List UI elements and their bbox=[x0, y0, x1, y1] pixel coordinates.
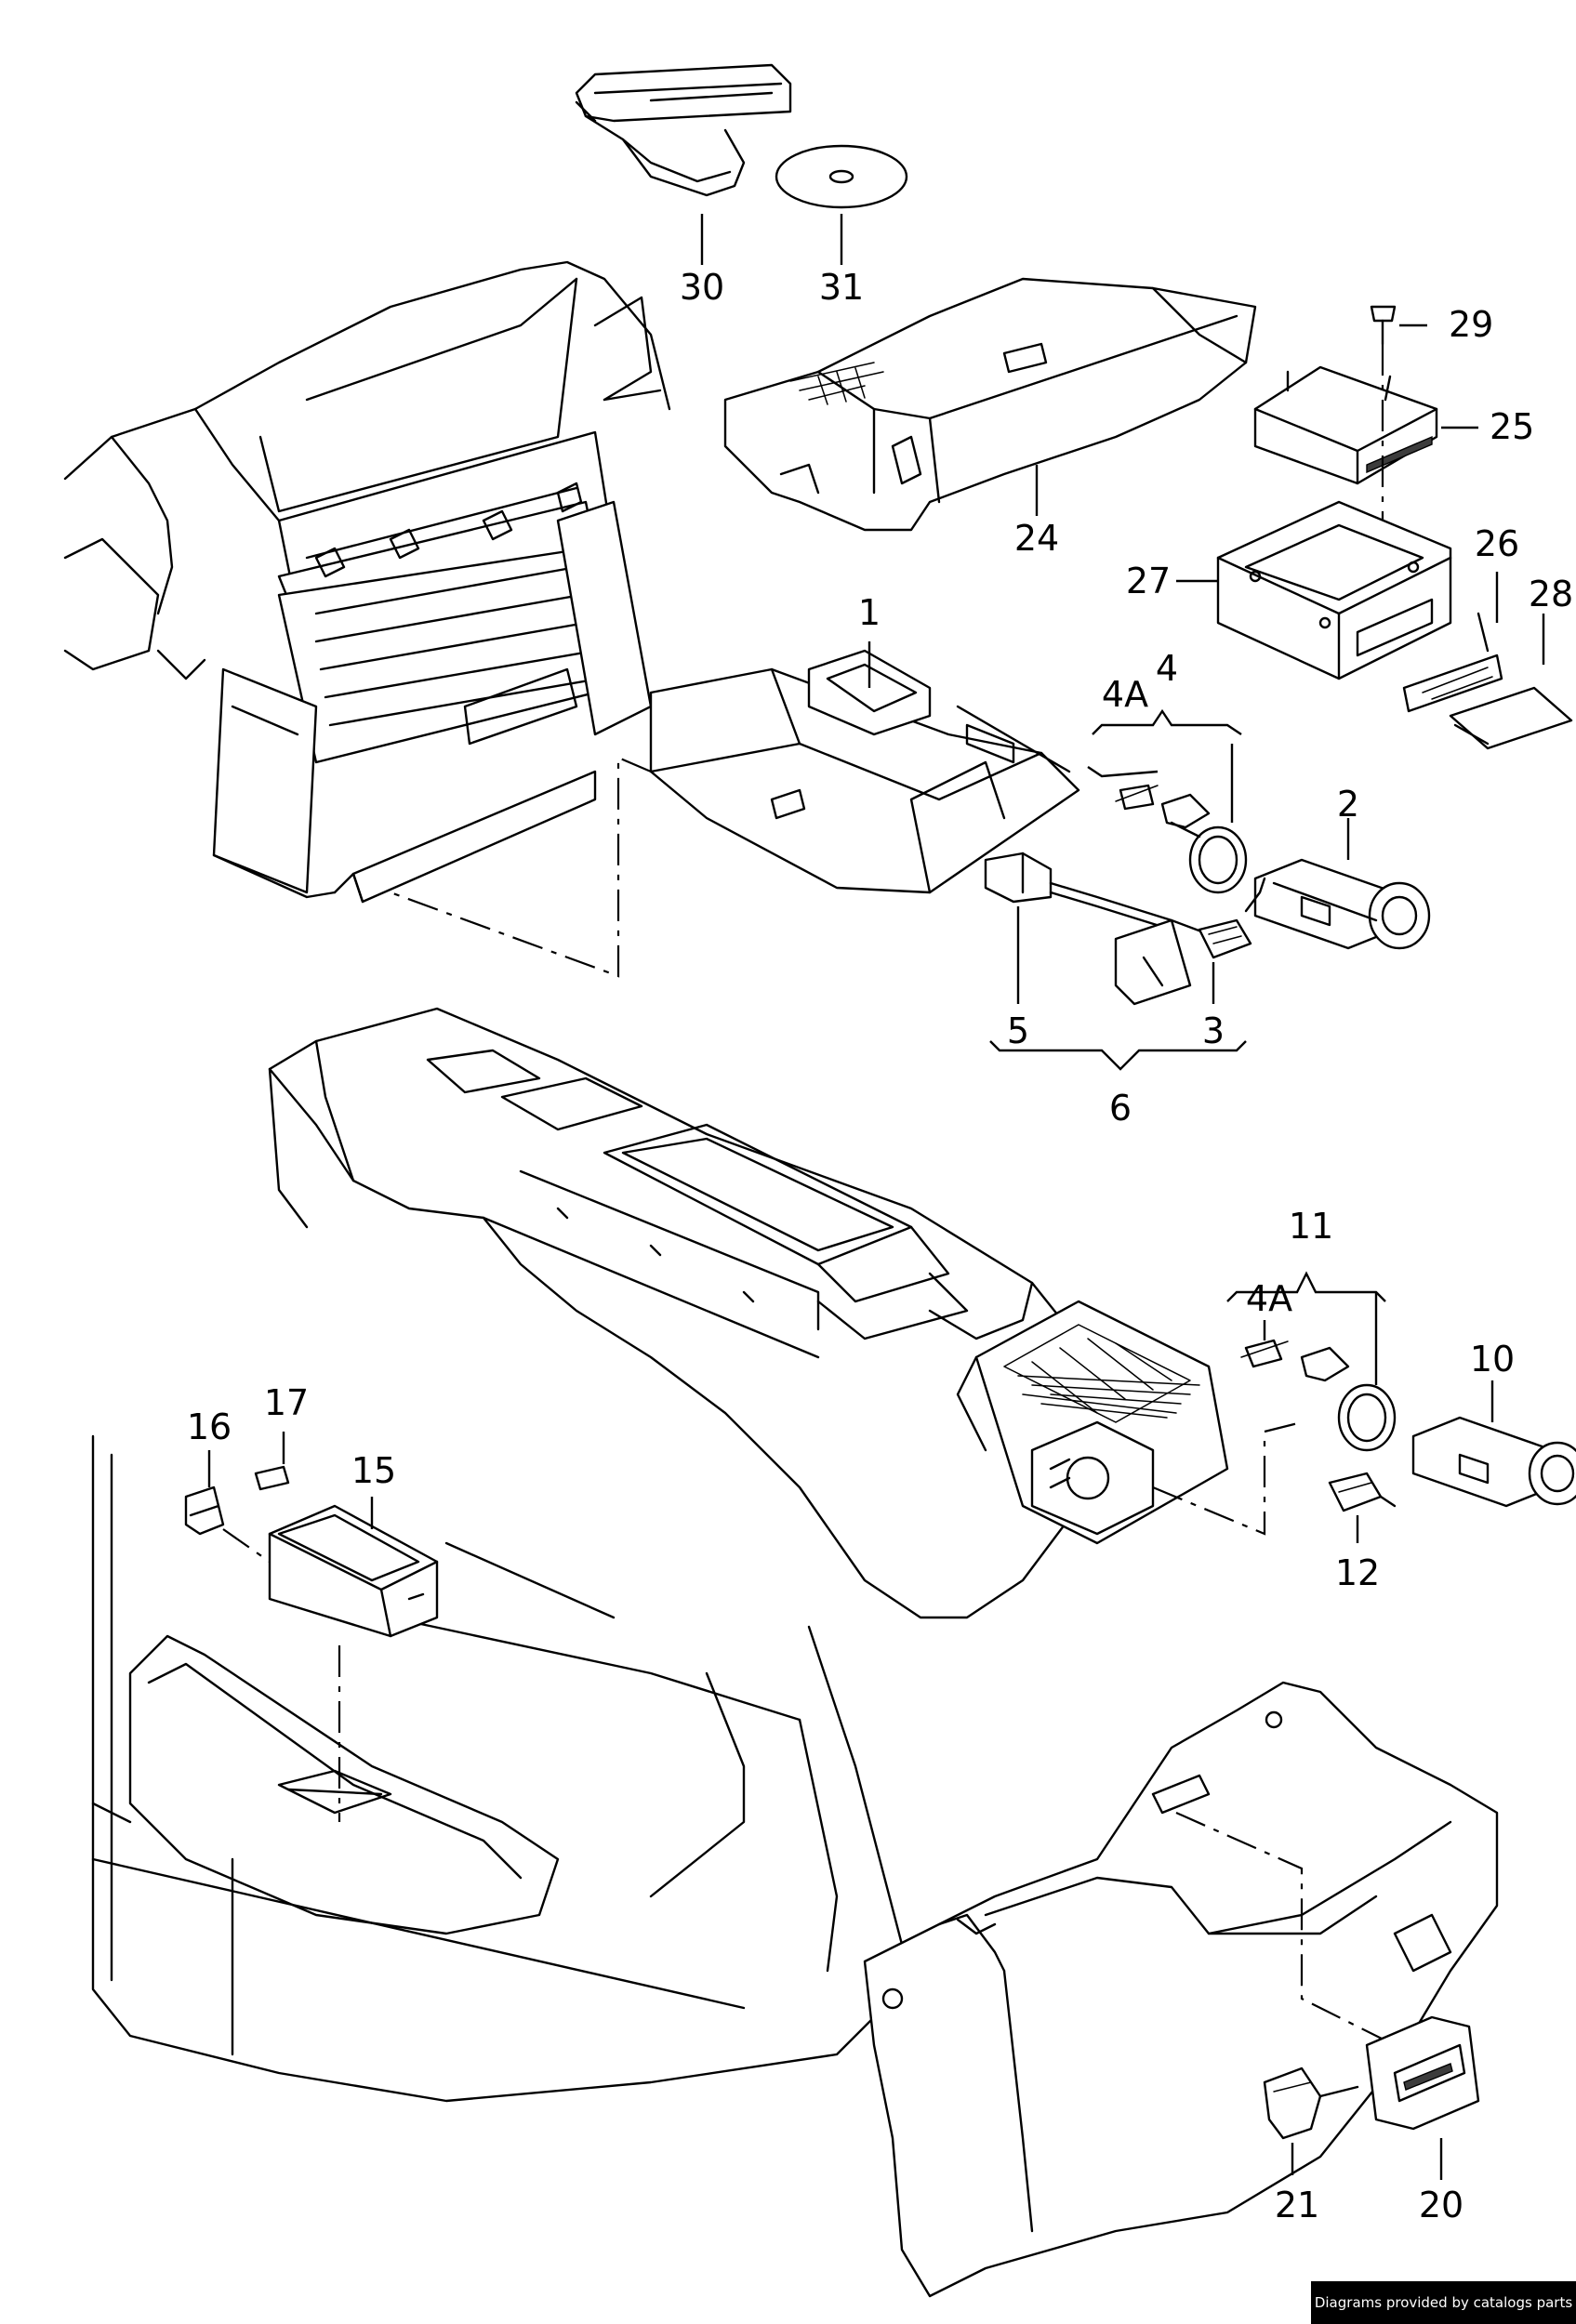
callout-11: 11 bbox=[1289, 1206, 1333, 1247]
item-30-player bbox=[575, 63, 792, 197]
item-15-ashtray bbox=[268, 1504, 439, 1638]
item-3-connector bbox=[1198, 918, 1252, 959]
callout-10: 10 bbox=[1470, 1339, 1515, 1380]
callout-31: 31 bbox=[819, 267, 864, 308]
callout-1: 1 bbox=[858, 592, 881, 633]
callout-3: 3 bbox=[1202, 1010, 1225, 1051]
callout-25: 25 bbox=[1490, 406, 1534, 447]
callout-26: 26 bbox=[1475, 523, 1519, 564]
item-31-disc bbox=[775, 144, 908, 209]
item-20-socket-cover bbox=[1365, 2015, 1480, 2131]
callout-5: 5 bbox=[1007, 1010, 1029, 1051]
dashboard-center-stack bbox=[63, 260, 671, 904]
item-17-bulb bbox=[254, 1465, 290, 1491]
callout-4a-top: 4A bbox=[1102, 674, 1148, 715]
callout-30: 30 bbox=[680, 267, 724, 308]
item-6-harness bbox=[1049, 877, 1266, 1006]
item-1-frame bbox=[649, 649, 1080, 894]
callout-28: 28 bbox=[1529, 574, 1573, 614]
callout-4a-bottom: 4A bbox=[1246, 1278, 1292, 1319]
center-console bbox=[268, 1007, 1229, 1619]
item-10-lighter bbox=[1411, 1416, 1576, 1508]
callout-20: 20 bbox=[1419, 2185, 1463, 2225]
item-2-lighter bbox=[1253, 858, 1431, 950]
item-16-clip bbox=[184, 1486, 225, 1536]
item-4a-clip-bottom bbox=[1240, 1339, 1289, 1368]
item-26-bracket bbox=[1402, 612, 1503, 713]
callout-15: 15 bbox=[351, 1450, 396, 1491]
callout-27: 27 bbox=[1126, 561, 1171, 601]
item-11-socket bbox=[1300, 1346, 1397, 1452]
item-5-connector bbox=[984, 852, 1053, 904]
item-4-socket bbox=[1160, 793, 1248, 894]
door-panel bbox=[91, 1434, 913, 2103]
callout-21: 21 bbox=[1275, 2185, 1319, 2225]
item-25-control-unit bbox=[1253, 365, 1438, 485]
item-27-mount-box bbox=[1216, 500, 1452, 680]
item-21-connector bbox=[1263, 2067, 1359, 2140]
callout-16: 16 bbox=[187, 1406, 232, 1447]
item-24-glove-box bbox=[723, 277, 1257, 532]
item-4a-clip-top bbox=[1115, 784, 1159, 811]
credit-banner: Diagrams provided by catalogs parts bbox=[1311, 2281, 1576, 2324]
callout-4: 4 bbox=[1156, 648, 1178, 689]
callout-24: 24 bbox=[1014, 518, 1059, 559]
callout-12: 12 bbox=[1335, 1552, 1380, 1593]
callout-2: 2 bbox=[1337, 784, 1359, 825]
item-12-connector bbox=[1328, 1472, 1397, 1512]
item-29-screw bbox=[1370, 305, 1397, 346]
callout-6: 6 bbox=[1109, 1088, 1132, 1129]
callout-17: 17 bbox=[264, 1382, 309, 1423]
trunk-side-panel bbox=[863, 1681, 1499, 2298]
callout-29: 29 bbox=[1449, 304, 1493, 345]
item-28-cover bbox=[1449, 686, 1573, 750]
